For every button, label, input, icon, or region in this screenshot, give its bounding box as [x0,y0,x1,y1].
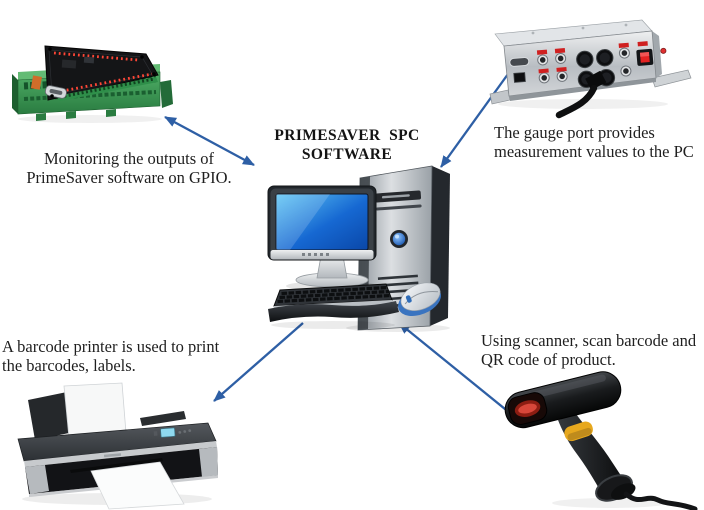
gauge-caption-line1: The gauge port provides [494,123,655,142]
mouse-scroll-wheel [405,295,412,303]
gpio-caption-line1: Monitoring the outputs of [43,149,215,168]
scanner-cable [623,491,698,510]
monitor [267,185,378,291]
gauge-caption-line2: measurement values to the PC [494,142,694,161]
printer-body [17,422,218,510]
gauge-dsub-port [509,56,530,67]
scanner-caption: Using scanner, scan barcode and QR code … [481,331,704,369]
gauge-caption: The gauge port provides measurement valu… [494,123,704,161]
arrow-scanner-pc [398,322,522,423]
gauge-cable [555,70,607,119]
printer-output-slot [70,458,163,473]
arrow-gpio-pc [164,115,255,167]
desktop-computer-image [267,165,450,332]
printer-caption-line1: A barcode printer is used to print [2,337,220,356]
printer-rear-tray [28,382,186,440]
printer-control-panel [153,427,192,438]
scanner-base [595,474,636,502]
printer-caption: A barcode printer is used to print the b… [2,337,246,375]
arrow-gauge-pc [440,73,509,168]
gpio-terminal-strip [56,77,158,101]
printer-brand-mark [103,453,122,458]
title-line2: SOFTWARE [301,146,393,163]
scanner-head [504,371,622,429]
gauge-front-panel [509,41,667,89]
gpio-relay [30,75,42,90]
scanner-laser [518,403,537,414]
printer-input-paper [63,382,127,439]
gpio-pcb [30,45,159,101]
gauge-led [660,47,667,54]
page-title: PRIMESAVER SPC SOFTWARE [262,126,432,164]
gauge-port-image [489,19,692,119]
printer-right-corner-accent [199,447,218,477]
printer-output-paper [90,461,185,510]
arrow-pc-printer [213,322,304,402]
scanner-caption-line1: Using scanner, scan barcode and [481,331,697,350]
gpio-caption-line2: PrimeSaver software on GPIO. [26,168,232,187]
mouse [398,282,442,316]
title-line1: PRIMESAVER SPC [274,127,420,144]
barcode-printer-image [17,382,218,510]
gauge-bnc-connectors [537,47,632,84]
tower-drive-bay [374,190,422,211]
scanner-caption-line2: QR code of product. [481,350,616,369]
barcode-scanner-image [504,371,698,510]
gpio-caption: Monitoring the outputs of PrimeSaver sof… [16,149,242,187]
keyboard [268,283,399,329]
printer-left-corner-accent [25,465,49,494]
keyboard-wrist-rest [268,301,399,322]
tower-power-button [390,230,408,248]
gpio-board-image [12,45,173,123]
gauge-red-labels [536,41,648,74]
gauge-power-switch [636,48,654,66]
gauge-square-port [513,72,526,83]
printer-caption-line2: the barcodes, labels. [2,356,136,375]
gpio-led-row-front [61,72,153,93]
monitor-buttons [302,253,329,256]
scanner-trigger [564,421,593,442]
gpio-shadow [18,115,162,123]
